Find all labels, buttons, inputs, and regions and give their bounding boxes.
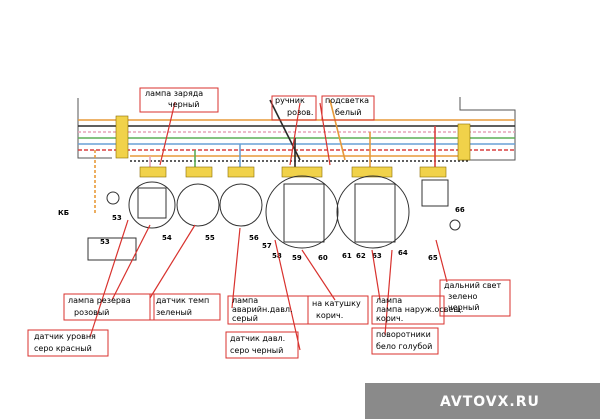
- label-handbrake-color: розов.: [287, 108, 313, 117]
- fuel-gauge: [128, 181, 176, 229]
- label-oil-emerg-color: серый: [232, 314, 258, 323]
- connector-blocks: [115, 115, 471, 178]
- label-temp-color: зеленый: [156, 308, 192, 317]
- tachometer: [336, 175, 410, 249]
- label-handbrake: ручник: [275, 96, 305, 105]
- number-62: 62: [356, 252, 366, 260]
- number-58: 58: [272, 252, 282, 260]
- label-high-beam: дальний свет: [444, 281, 501, 290]
- label-oil-emerg-1: лампа: [232, 296, 258, 305]
- speedometer: [265, 175, 339, 249]
- label-temp-sensor: датчик темп: [156, 296, 209, 305]
- label-coil: на катушку: [312, 299, 361, 308]
- bottom-labels: лампа резерва розовый датчик темп зелены…: [34, 281, 501, 355]
- label-oil-sensor-color: серо черный: [230, 346, 283, 355]
- temp-gauge: [176, 183, 220, 227]
- label-backlight: подсветка: [325, 96, 369, 105]
- label-turn: поворотники: [376, 330, 431, 339]
- label-turn-color: бело голубой: [376, 342, 432, 351]
- wire-harness: [78, 99, 515, 215]
- label-charge-color: черный: [168, 100, 199, 109]
- number-65: 65: [428, 254, 438, 262]
- top-labels: лампа заряда черный ручник розов. подсве…: [145, 89, 369, 117]
- number-54: 54: [162, 234, 172, 242]
- number-53-top: 53: [112, 214, 122, 222]
- number-63: 63: [372, 252, 382, 260]
- label-reserve-lamp: лампа резерва: [68, 296, 131, 305]
- frame: [77, 97, 516, 161]
- label-backlight-color: белый: [335, 108, 361, 117]
- number-55: 55: [205, 234, 215, 242]
- watermark-text: AVTOVX.RU: [440, 394, 540, 410]
- label-charge-lamp: лампа заряда: [145, 89, 203, 98]
- label-ext-lamp: лампа наруж.освещ.: [376, 305, 463, 314]
- label-boxes: [27, 87, 511, 359]
- number-60: 60: [318, 254, 328, 262]
- number-66: 66: [455, 206, 465, 214]
- label-ext-lamp-1: лампа: [376, 296, 402, 305]
- number-kb: КБ: [58, 209, 69, 217]
- oil-gauge: [219, 183, 263, 227]
- label-level-color: серо красный: [34, 344, 92, 353]
- number-64: 64: [398, 249, 408, 257]
- watermark: AVTOVX.RU: [365, 383, 600, 419]
- label-high-color-2: черный: [448, 303, 479, 312]
- label-coil-color: корич.: [316, 311, 343, 320]
- number-56: 56: [249, 234, 259, 242]
- gauges: [87, 175, 461, 261]
- number-57: 57: [262, 242, 272, 250]
- label-oil-emerg-2: аварийн.давл.: [232, 305, 293, 314]
- label-high-color-1: зелено: [448, 292, 477, 301]
- number-59: 59: [292, 254, 302, 262]
- label-ext-color: корич.: [376, 314, 403, 323]
- label-reserve-color: розовый: [74, 308, 109, 317]
- label-level-sensor: датчик уровня: [34, 332, 96, 341]
- component-numbers: 53 53 54 55 56 57 58 59 60 61 62 63 64 6…: [58, 206, 465, 262]
- label-oil-sensor: датчик давл.: [230, 334, 285, 343]
- number-53: 53: [100, 238, 110, 246]
- number-61: 61: [342, 252, 352, 260]
